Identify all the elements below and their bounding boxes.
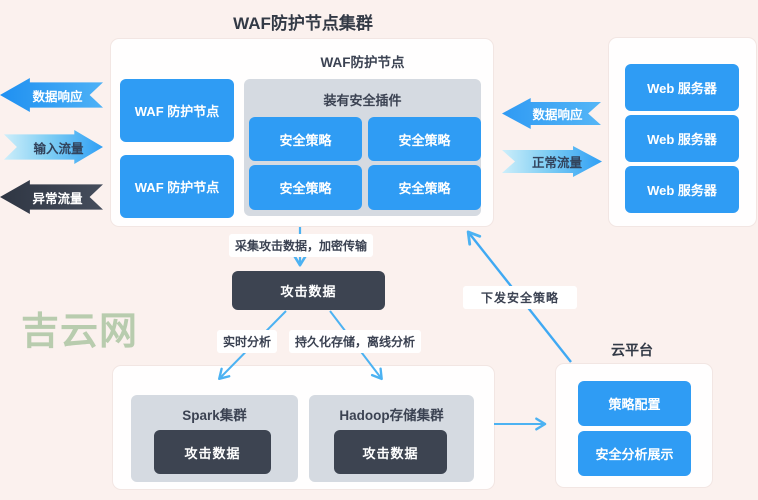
web-server-box-3: Web 服务器 xyxy=(625,166,739,213)
security-policy-box-1: 安全策略 xyxy=(249,117,362,161)
attack-data-box: 攻击数据 xyxy=(232,271,385,310)
cloud-platform-container: 策略配置 安全分析展示 xyxy=(555,363,713,488)
spark-cluster-panel: Spark集群 攻击数据 xyxy=(131,395,298,482)
abnormal-traffic-arrow: 异常流量 xyxy=(0,180,103,214)
security-plugin-panel: 装有安全插件 安全策略 安全策略 安全策略 安全策略 xyxy=(244,79,481,216)
data-response-left-arrow: 数据响应 xyxy=(0,78,103,112)
waf-node-box-1: WAF 防护节点 xyxy=(120,79,234,142)
hadoop-cluster-panel: Hadoop存储集群 攻击数据 xyxy=(309,395,474,482)
spark-attack-data-box: 攻击数据 xyxy=(154,430,271,474)
policy-config-box: 策略配置 xyxy=(578,381,691,426)
waf-cluster-container: WAF防护节点 WAF 防护节点 WAF 防护节点 装有安全插件 安全策略 安全… xyxy=(110,38,494,227)
security-policy-box-4: 安全策略 xyxy=(368,165,481,210)
watermark: 吉云网 xyxy=(21,311,139,353)
dispatch-label: 下发安全策略 xyxy=(462,286,578,309)
security-analysis-display-box: 安全分析展示 xyxy=(578,431,691,476)
web-server-box-2: Web 服务器 xyxy=(625,115,739,162)
security-policy-box-3: 安全策略 xyxy=(249,165,362,210)
page-title: WAF防护节点集群 xyxy=(233,14,373,33)
waf-cluster-header: WAF防护节点 xyxy=(320,55,405,70)
hadoop-attack-data-box: 攻击数据 xyxy=(334,430,447,474)
input-traffic-arrow: 输入流量 xyxy=(4,130,103,164)
web-server-box-1: Web 服务器 xyxy=(625,64,739,111)
data-response-right-arrow: 数据响应 xyxy=(502,98,601,129)
persist-label: 持久化存储，离线分析 xyxy=(288,330,422,353)
collect-label: 采集攻击数据，加密传输 xyxy=(228,234,374,257)
spark-cluster-title: Spark集群 xyxy=(182,408,247,423)
cloud-platform-title: 云平台 xyxy=(611,342,653,358)
security-policy-box-2: 安全策略 xyxy=(368,117,481,161)
normal-traffic-arrow: 正常流量 xyxy=(502,146,602,177)
web-servers-container: Web 服务器 Web 服务器 Web 服务器 xyxy=(608,37,757,227)
waf-node-box-2: WAF 防护节点 xyxy=(120,155,234,218)
hadoop-cluster-title: Hadoop存储集群 xyxy=(339,408,444,423)
realtime-label: 实时分析 xyxy=(216,330,278,353)
security-plugin-title: 装有安全插件 xyxy=(323,93,402,108)
analytics-container: Spark集群 攻击数据 Hadoop存储集群 攻击数据 xyxy=(112,365,495,490)
